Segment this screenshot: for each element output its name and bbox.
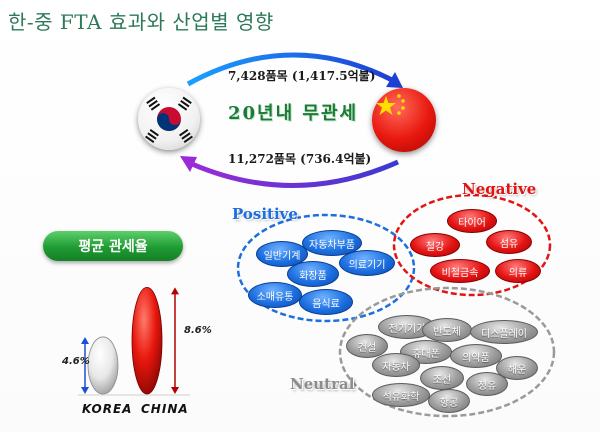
positive-item: 음식료: [299, 289, 353, 315]
import-arrow-curve: [191, 159, 400, 188]
positive-item: 일반기계: [256, 241, 308, 267]
neutral-item: 항공: [428, 389, 470, 413]
neutral-item: 의약품: [450, 344, 502, 368]
china-bar: [131, 286, 163, 395]
page-title: 한-중 FTA 효과와 산업별 영향: [8, 10, 274, 34]
china-country-label: CHINA: [141, 402, 189, 416]
neutral-item: 정유: [466, 372, 508, 396]
negative-item: 타이어: [447, 209, 497, 233]
negative-item: 섬유: [486, 230, 532, 254]
china-bar-height-arrow-top: [171, 287, 179, 295]
korea-bar-height-arrow-bottom: [81, 387, 89, 394]
negative-item: 철강: [410, 233, 460, 257]
china-tariff-value: 8.6%: [184, 325, 212, 336]
neutral-item: 디스플레이: [470, 320, 538, 344]
korea-bar-height-arrow-top: [81, 336, 89, 344]
korea-flag-icon: [138, 88, 200, 150]
export-arrow-head: [386, 72, 403, 88]
positive-item: 의료기기: [339, 250, 395, 276]
neutral-group-outline: [338, 286, 556, 418]
export-trade-text: 7,428품목 (1,417.5억불): [228, 69, 376, 83]
korea-bar: [87, 336, 119, 395]
negative-group-label: Negative: [462, 180, 537, 198]
neutral-item: 건설: [346, 334, 388, 358]
korea-tariff-value: 4.6%: [62, 356, 90, 367]
positive-item: 소매유통: [248, 282, 302, 308]
china-bar-height-arrow-bottom: [171, 387, 179, 394]
korea-country-label: KOREA: [82, 402, 133, 416]
china-flag-icon: [372, 88, 436, 152]
neutral-item: 조선: [420, 366, 464, 390]
negative-item: 비철금속: [430, 259, 490, 283]
import-arrow-head: [180, 156, 197, 172]
negative-group-outline: [392, 193, 552, 297]
tariff-free-banner: 20년내 무관세: [228, 103, 359, 124]
import-trade-text: 11,272품목 (736.4억불): [228, 152, 372, 166]
neutral-item: 반도체: [422, 318, 472, 342]
neutral-item: 자동차: [372, 353, 420, 377]
tariff-chart: [78, 286, 190, 396]
positive-item: 화장품: [287, 261, 339, 287]
average-tariff-label: 평균 관세율: [43, 231, 183, 261]
export-arrow-curve: [186, 52, 394, 87]
positive-group-label: Positive: [232, 205, 298, 223]
neutral-item: 석유화학: [372, 383, 430, 407]
positive-group-outline: [236, 213, 416, 323]
negative-item: 의류: [495, 259, 541, 283]
neutral-group-label: Neutral: [290, 375, 355, 393]
